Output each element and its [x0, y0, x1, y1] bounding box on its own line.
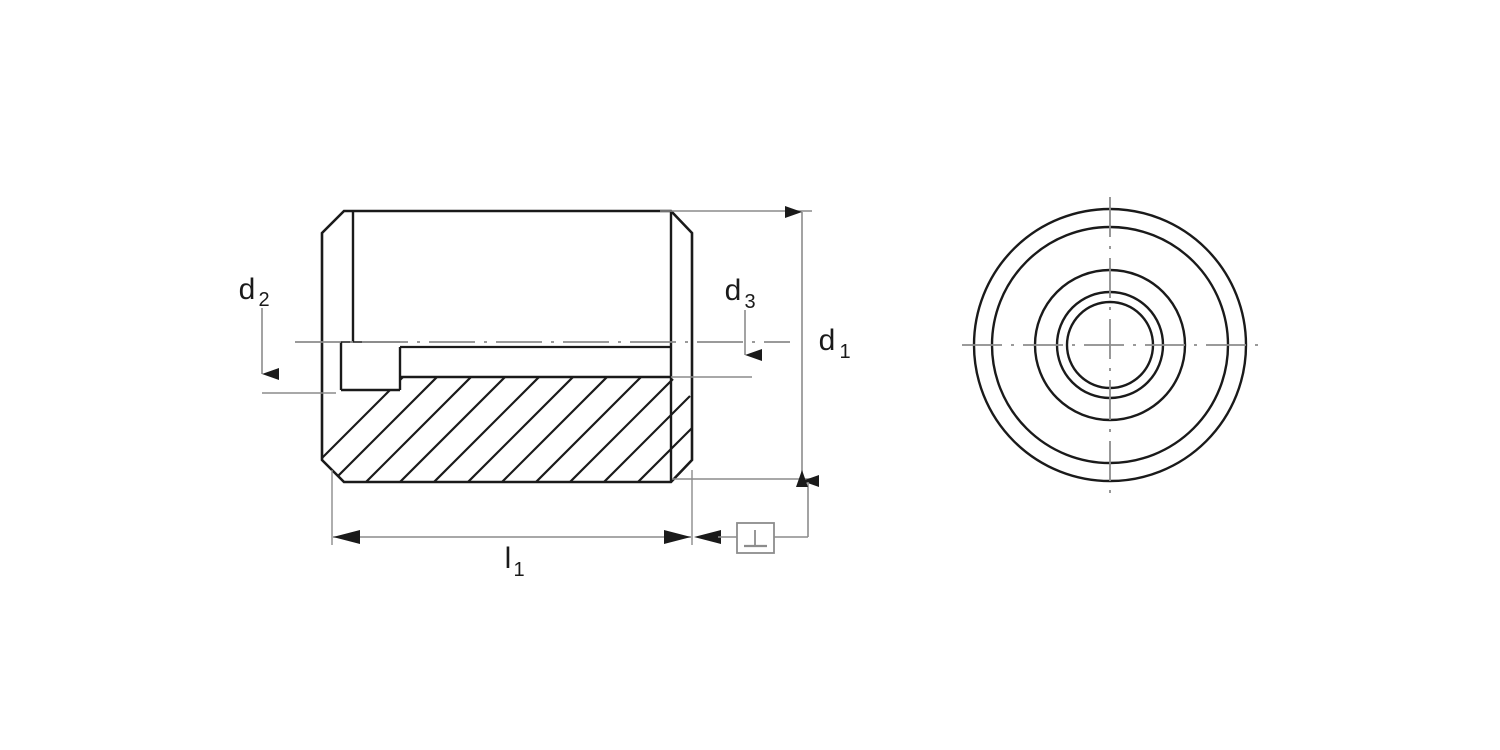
- gdt-frame-box: [736, 522, 775, 554]
- dimension-d2-subscript: 2: [258, 289, 269, 311]
- dimension-l1-arrow-left: [333, 530, 360, 544]
- end-view: [962, 197, 1258, 493]
- dimension-d3: d 3: [671, 274, 762, 378]
- dimension-d1: d 1: [660, 206, 851, 487]
- perpendicularity-control-frame[interactable]: [736, 470, 809, 554]
- dimension-d3-subscript: 3: [744, 291, 755, 313]
- dimension-l1: l 1: [331, 470, 737, 581]
- dimension-d2-label: d: [239, 273, 256, 306]
- gdt-leader-arrowhead: [796, 470, 808, 487]
- dimension-l1-arrow-right: [664, 530, 691, 544]
- dimension-d1-label: d: [819, 324, 836, 357]
- dimension-d2: d 2: [239, 273, 336, 394]
- dimension-l1-arrow-outer: [694, 530, 721, 544]
- dimension-l1-label: l: [505, 542, 512, 575]
- dimension-d3-label: d: [725, 274, 742, 307]
- dimension-l1-subscript: 1: [513, 559, 524, 581]
- section-view: [295, 209, 790, 484]
- dimension-d1-subscript: 1: [839, 341, 850, 363]
